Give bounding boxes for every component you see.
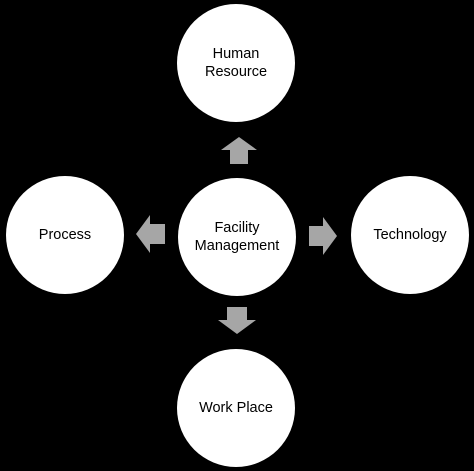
technology-label: Technology — [373, 227, 447, 243]
arrow-left-to-process — [136, 215, 165, 253]
process-label: Process — [38, 227, 92, 243]
facility-management-label-line-2: Management — [194, 238, 280, 254]
work-place-node: Work Place — [177, 349, 295, 467]
arrow-right-shape — [309, 217, 337, 255]
arrow-down-to-work-place — [218, 307, 256, 334]
arrow-up-to-human-resource — [221, 137, 257, 164]
facility-management-node: Facility Management — [178, 178, 296, 296]
human-resource-node: Human Resource — [177, 4, 295, 122]
human-resource-label-line-1: Human — [212, 46, 260, 62]
facility-management-label-line-1: Facility — [214, 220, 260, 236]
work-place-label: Work Place — [199, 400, 273, 416]
human-resource-label-line-2: Resource — [204, 64, 268, 80]
arrow-down-shape — [218, 307, 256, 334]
technology-node: Technology — [351, 176, 469, 294]
arrow-right-to-technology — [309, 217, 337, 255]
arrow-left-shape — [136, 215, 165, 253]
process-node: Process — [6, 176, 124, 294]
arrow-up-shape — [221, 137, 257, 164]
